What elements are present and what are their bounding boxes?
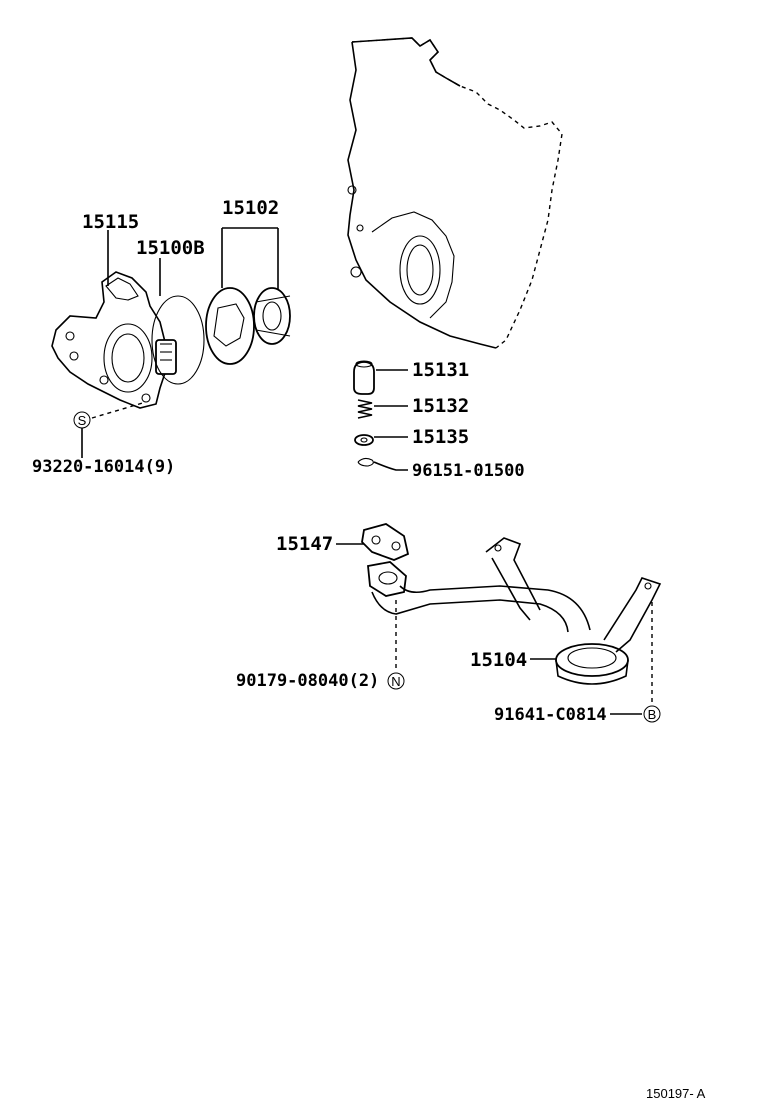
relief-valve-spring (357, 399, 373, 419)
marker-n: N (387, 672, 405, 690)
callout-90179-08040: 90179-08040(2) (236, 671, 379, 691)
callout-15104: 15104 (470, 649, 527, 671)
callout-15115: 15115 (82, 211, 139, 233)
callout-15147: 15147 (276, 533, 333, 555)
callout-91641-c0814: 91641-C0814 (494, 705, 607, 725)
oil-pump-body (51, 271, 177, 409)
snap-ring (357, 457, 374, 467)
oil-strainer-gasket (361, 523, 410, 561)
marker-n-text: N (391, 674, 400, 689)
callout-15100b: 15100B (136, 237, 205, 259)
relief-valve-plunger (353, 360, 375, 395)
marker-s: S (73, 411, 91, 429)
leader-lines (81, 227, 653, 715)
engine-block-outline (347, 37, 563, 349)
marker-b-text: B (648, 707, 657, 722)
oil-strainer (367, 537, 662, 685)
callout-93220-16014: 93220-16014(9) (32, 457, 175, 477)
callout-15132: 15132 (412, 395, 469, 417)
callout-15135: 15135 (412, 426, 469, 448)
callout-15102: 15102 (222, 197, 279, 219)
relief-valve-retainer (354, 434, 374, 446)
o-ring (151, 295, 205, 385)
marker-s-text: S (78, 413, 87, 428)
rotor-set (205, 287, 291, 365)
figure-code: 150197- A (646, 1086, 706, 1101)
callout-15131: 15131 (412, 359, 469, 381)
marker-b: B (643, 705, 661, 723)
callout-96151-01500: 96151-01500 (412, 461, 525, 481)
